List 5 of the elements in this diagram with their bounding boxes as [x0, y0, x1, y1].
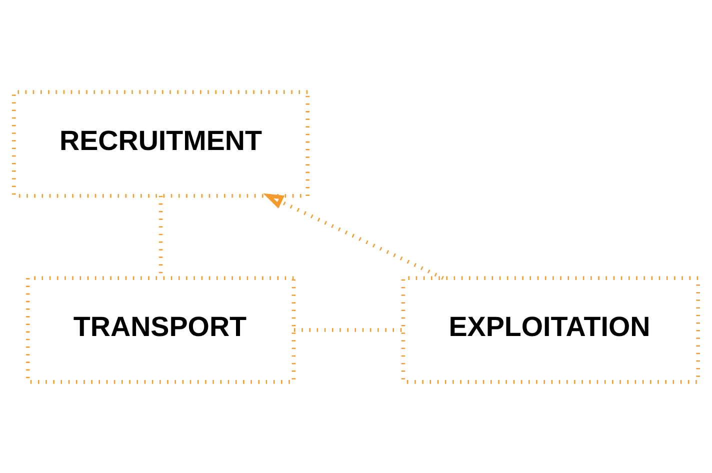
- node-box: EXPLOITATION: [401, 276, 700, 384]
- node-box: TRANSPORT: [26, 276, 296, 384]
- connector: [294, 328, 403, 332]
- node-box: RECRUITMENT: [12, 90, 310, 198]
- arrow: [263, 192, 444, 280]
